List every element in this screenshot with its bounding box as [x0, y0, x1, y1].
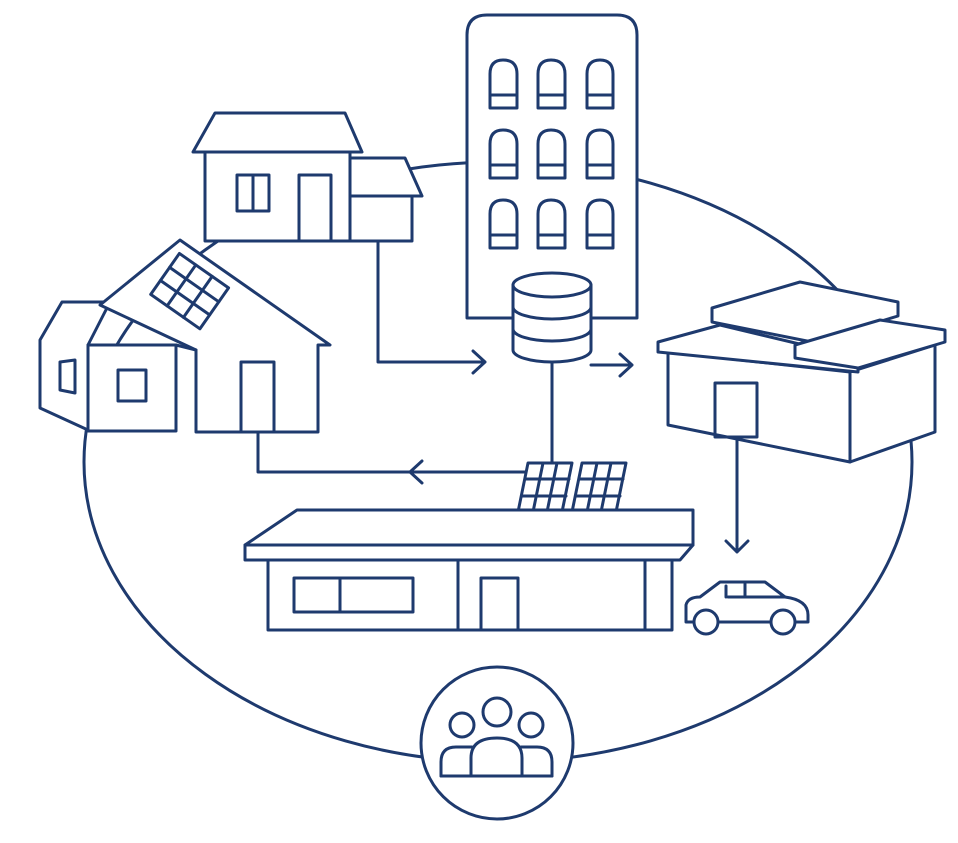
solar-house-icon [38, 238, 527, 485]
warehouse-icon [656, 280, 947, 554]
office-building-icon [465, 13, 639, 320]
database-icon [511, 271, 634, 464]
car-icon [684, 580, 810, 636]
arrow-right-icon [589, 352, 634, 378]
solar-panel-icon [149, 251, 231, 331]
arrow-down-icon [724, 435, 750, 554]
people-group-icon [419, 665, 575, 821]
arrow-left-icon [256, 430, 527, 485]
house-icon [191, 111, 487, 375]
solar-panel-icon [516, 461, 628, 532]
arrow-right-icon [376, 239, 487, 375]
community-building-icon [243, 508, 695, 632]
